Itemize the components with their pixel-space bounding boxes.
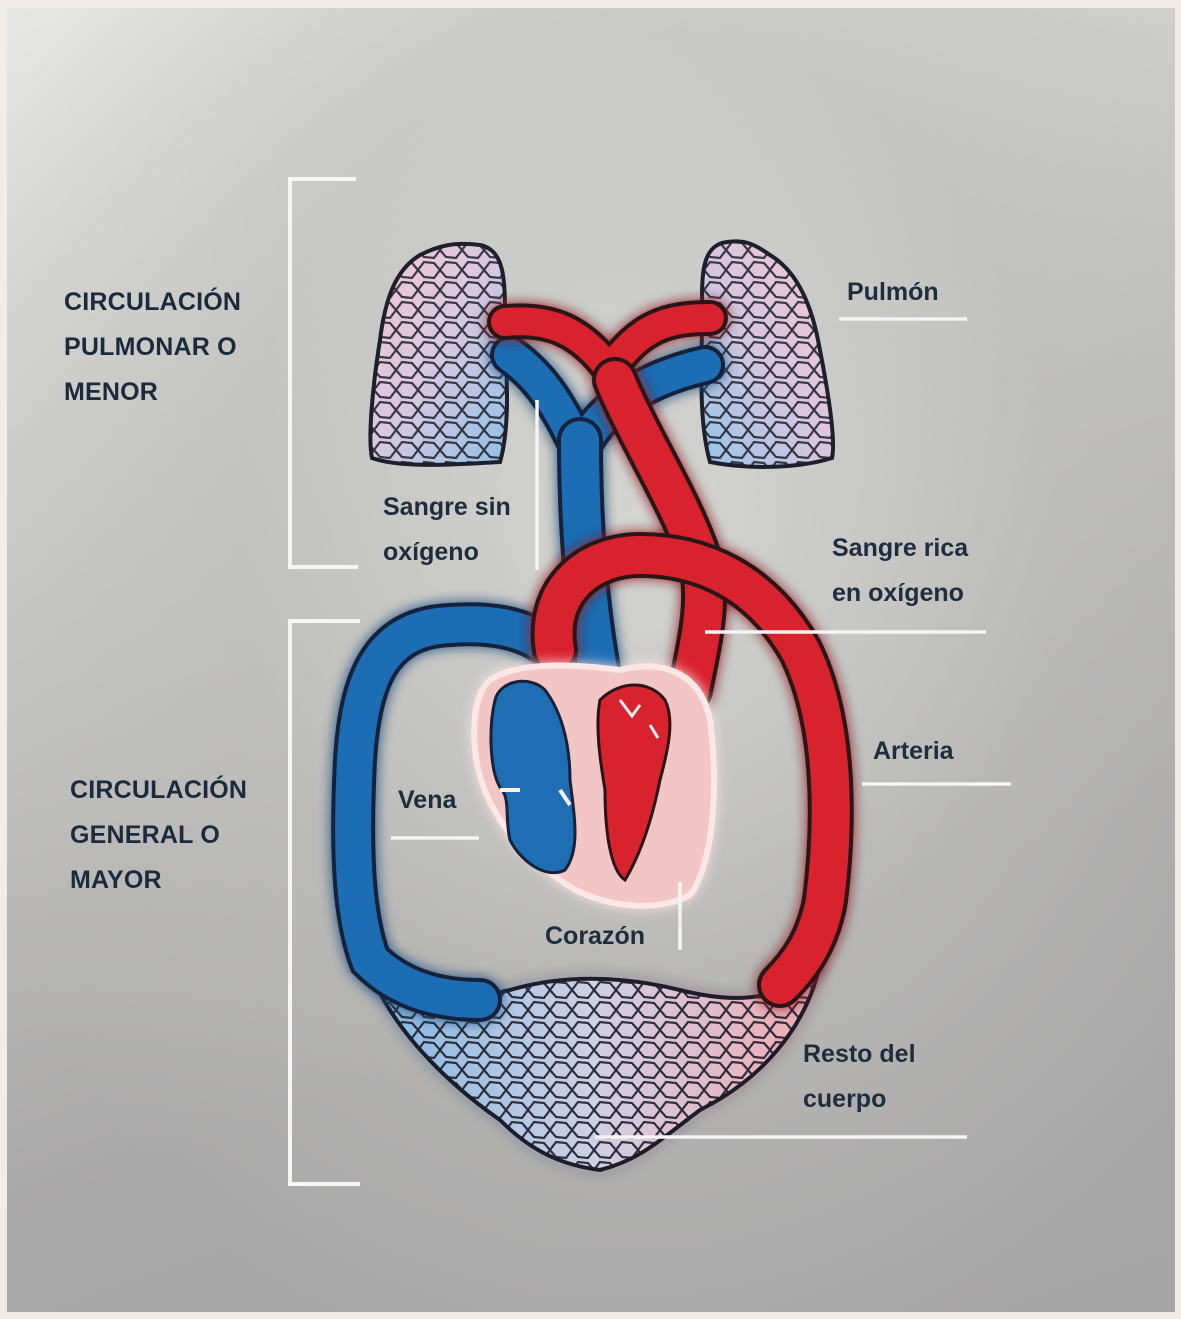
- oxygenated-blood-label: Sangre rica en oxígeno: [832, 526, 968, 616]
- vein-label: Vena: [398, 778, 456, 823]
- pulmonary-circulation-label: CIRCULACIÓN PULMONAR O MENOR: [64, 280, 241, 415]
- heart: [474, 666, 714, 906]
- artery-label: Arteria: [873, 729, 954, 774]
- pulmonary-bracket: [290, 179, 358, 567]
- rest-of-body-label: Resto del cuerpo: [803, 1032, 916, 1122]
- deoxygenated-blood-label: Sangre sin oxígeno: [383, 485, 511, 575]
- lung-label: Pulmón: [847, 270, 939, 315]
- general-circulation-label: CIRCULACIÓN GENERAL O MAYOR: [70, 768, 247, 903]
- left-lung: [370, 244, 507, 465]
- heart-label: Corazón: [545, 914, 645, 959]
